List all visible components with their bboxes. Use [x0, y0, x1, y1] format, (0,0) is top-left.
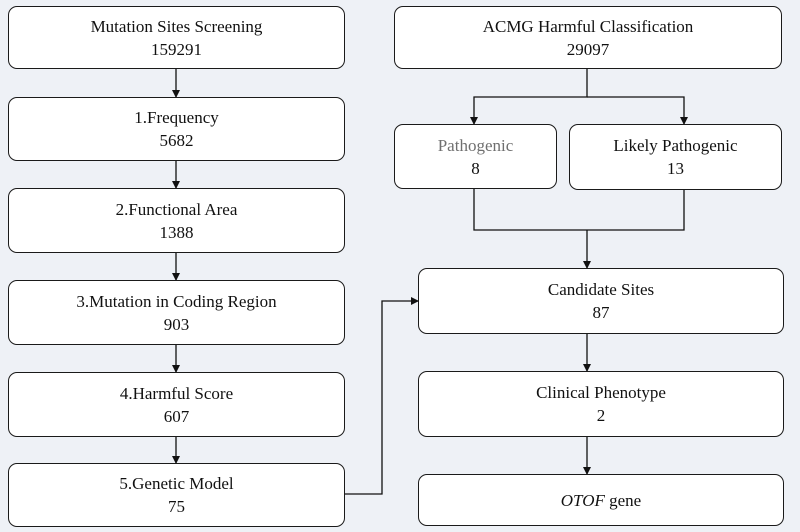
gene-name: OTOF — [560, 490, 605, 510]
arrow-genetic-to-candidate — [345, 297, 419, 495]
box-candidate-sites: Candidate Sites 87 — [418, 268, 784, 334]
box-value: 607 — [163, 406, 190, 426]
box-value: 87 — [592, 303, 610, 322]
box-value: 13 — [667, 159, 684, 178]
box-title: Clinical Phenotype — [536, 383, 666, 402]
box-value: 75 — [168, 497, 185, 516]
box-value: 159291 — [151, 39, 202, 59]
box-frequency: 1.Frequency 5682 — [8, 97, 345, 161]
box-coding-region: 3.Mutation in Coding Region 903 — [8, 280, 345, 345]
box-otof-gene: OTOF gene — [418, 474, 784, 526]
box-likely-pathogenic: Likely Pathogenic 13 — [569, 124, 782, 190]
box-value: 2 — [596, 406, 606, 425]
box-title: 5.Genetic Model — [119, 474, 234, 493]
box-harmful-score: 4.Harmful Score 607 — [8, 372, 345, 437]
box-value: 1388 — [159, 222, 194, 242]
box-value: 5682 — [159, 131, 194, 150]
box-value: 29097 — [566, 39, 610, 59]
gene-suffix: gene — [604, 490, 642, 510]
box-genetic-model: 5.Genetic Model 75 — [8, 463, 345, 527]
box-pathogenic: Pathogenic 8 — [394, 124, 557, 189]
box-title: Pathogenic — [437, 135, 514, 155]
acmg-split-line — [470, 69, 588, 125]
box-acmg-classification: ACMG Harmful Classification 29097 — [394, 6, 782, 69]
acmg-split-line-right — [587, 96, 688, 125]
box-title: Mutation Sites Screening — [90, 16, 263, 36]
box-title: ACMG Harmful Classification — [482, 16, 694, 36]
gene-label: OTOF gene — [561, 489, 641, 512]
box-value: 8 — [471, 158, 480, 178]
box-clinical-phenotype: Clinical Phenotype 2 — [418, 371, 784, 437]
merge-line — [473, 189, 685, 231]
box-title: 1.Frequency — [134, 108, 219, 127]
box-title: Likely Pathogenic — [613, 136, 738, 155]
box-title: Candidate Sites — [547, 280, 655, 299]
box-mutation-sites-screening: Mutation Sites Screening 159291 — [8, 6, 345, 69]
box-title: 4.Harmful Score — [119, 383, 234, 403]
box-functional-area: 2.Functional Area 1388 — [8, 188, 345, 253]
box-title: 3.Mutation in Coding Region — [76, 291, 277, 311]
box-title: 2.Functional Area — [115, 199, 238, 219]
box-value: 903 — [163, 314, 190, 334]
